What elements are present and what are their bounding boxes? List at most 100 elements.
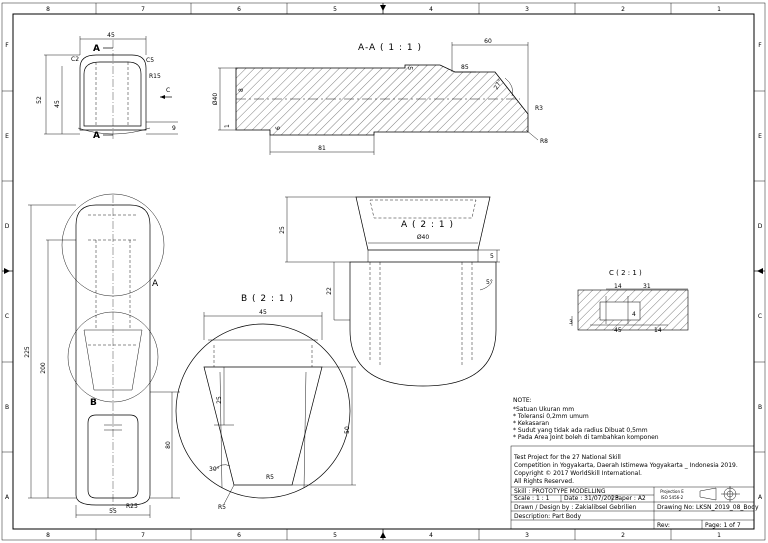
zone-row-label: F (758, 42, 762, 49)
zone-row-label: C (758, 313, 762, 320)
dim-label: 14 (654, 327, 662, 334)
dim-label: R3 (535, 105, 543, 112)
dim-label: 52 (36, 96, 43, 104)
zone-row-label: D (758, 223, 763, 230)
dim-label: R5 (218, 504, 226, 511)
zone-row-label: D (5, 223, 10, 230)
dim-label: 45 (54, 100, 61, 108)
zone-row-label: A (758, 494, 763, 501)
front-view: 45 C2 C5 R15 52 45 9 A A C (36, 32, 178, 141)
note-line: *Satuan Ukuran mm (513, 406, 574, 413)
zone-col-label: 3 (525, 532, 529, 539)
zone-col-label: 1 (717, 532, 721, 539)
detail-callout-b: B (90, 398, 97, 408)
zone-col-label: 2 (621, 532, 625, 539)
dim-label: 45 (614, 327, 622, 334)
dim-label: R15 (149, 73, 161, 80)
centering-marks (2, 3, 765, 540)
project-line: Copyright © 2017 WorldSkill Internationa… (514, 470, 642, 477)
dim-label: C2 (71, 56, 79, 63)
dim-label: 80 (165, 441, 172, 449)
dim-label: R25 (126, 503, 138, 510)
dim-label: 45 (259, 309, 267, 316)
zone-col-label: 7 (141, 532, 145, 539)
dim-label: 1 (224, 124, 231, 128)
detail-a-view: A ( 2 : 1 ) 25 Ø40 5 22 5° (279, 196, 500, 387)
dim-label: 6 (275, 126, 282, 130)
zone-col-label: 8 (46, 532, 50, 539)
dim-label: 3 (569, 319, 573, 326)
dim-label: 5 (490, 253, 494, 260)
date-field: Date : 31/07/2023 (564, 495, 619, 502)
dim-label: 225 (24, 346, 31, 358)
inner-frame (12, 13, 755, 530)
zone-labels-bottom: 8 7 6 5 4 3 2 1 (46, 532, 721, 539)
zone-col-label: 7 (141, 6, 145, 13)
section-mark-a: A (93, 131, 100, 141)
zone-row-label: F (5, 42, 9, 49)
notes-block: NOTE: *Satuan Ukuran mm * Toleransi 0,2m… (513, 397, 659, 441)
zone-col-label: 2 (621, 6, 625, 13)
detail-c-title: C ( 2 : 1 ) (609, 269, 642, 277)
zone-col-label: 5 (333, 532, 337, 539)
note-line: * Kekasaran (513, 420, 549, 427)
zone-row-label: C (5, 313, 9, 320)
dim-label: C5 (146, 57, 154, 64)
detail-c-view: C ( 2 : 1 ) 14 31 4 3 45 14 (569, 269, 689, 334)
zone-col-label: 6 (237, 532, 241, 539)
dim-label: 85 (461, 64, 469, 71)
zone-row-label: B (758, 404, 762, 411)
rev-field: Rev: (657, 522, 670, 529)
dim-label: 50 (344, 426, 351, 434)
zone-col-label: 3 (525, 6, 529, 13)
dim-label: 4 (632, 311, 636, 318)
dim-label: 8 (238, 88, 245, 92)
note-line: * Pada Area Joint boleh di tambahkan kom… (513, 434, 659, 441)
dim-label: 5° (486, 279, 493, 286)
zone-row-label: E (5, 133, 9, 140)
page-field: Page: 1 of 7 (705, 522, 741, 529)
zone-row-label: E (758, 133, 762, 140)
zone-col-label: 8 (46, 6, 50, 13)
title-block: Test Project for the 27 National Skill C… (510, 445, 759, 530)
project-line: All Rights Reserved. (514, 478, 574, 485)
zone-col-label: 4 (429, 6, 433, 13)
dim-label: 31 (643, 283, 651, 290)
dim-label: R5 (266, 474, 274, 481)
project-line: Test Project for the 27 National Skill (513, 454, 621, 461)
top-view: A B 225 200 80 55 R25 (24, 193, 180, 518)
section-mark-a: A (93, 44, 100, 54)
zone-col-label: 6 (237, 6, 241, 13)
note-line: * Toleransi 0,2mm umum (513, 413, 589, 420)
dim-label: 55 (109, 508, 117, 515)
zone-row-label: A (5, 494, 10, 501)
notes-heading: NOTE: (513, 397, 532, 404)
dim-label: 14 (614, 283, 622, 290)
dim-label: 25 (216, 396, 223, 404)
section-aa-title: A-A ( 1 : 1 ) (358, 43, 422, 53)
view-arrow-label: C (166, 87, 170, 94)
dim-label: 25 (279, 226, 286, 234)
dim-label: 5 (408, 66, 415, 70)
project-line: Competition in Yogyakarta, Daerah Istime… (514, 462, 738, 469)
dim-label: R8 (540, 138, 548, 145)
drawn-by-field: Drawn / Design by : Zakialibsel Gebrilie… (514, 504, 637, 511)
detail-b-title: B ( 2 : 1 ) (241, 294, 294, 304)
dim-label: Ø40 (417, 234, 430, 241)
zone-col-label: 1 (717, 6, 721, 13)
projection-label: Projection E (660, 489, 684, 494)
projection-symbol-icon (699, 486, 740, 502)
skill-field: Skill : PROTOTYPE MODELLING (514, 488, 606, 495)
projection-label: ISO 5456-2 (661, 495, 684, 500)
detail-callout-a: A (152, 279, 159, 289)
dim-label: 81 (318, 145, 326, 152)
note-line: * Sudut yang tidak ada radius Dibuat 0,5… (513, 427, 648, 434)
dim-label: 22 (326, 287, 333, 295)
dim-label: 27° (493, 78, 504, 91)
section-aa-view: A-A ( 1 : 1 ) 60 85 27° R3 R8 5 Ø40 8 1 … (212, 38, 548, 155)
zone-col-label: 5 (333, 6, 337, 13)
dim-label: Ø40 (212, 93, 219, 106)
drawing-no-field: Drawing No: LKSN_2019_08_Body (657, 504, 759, 511)
